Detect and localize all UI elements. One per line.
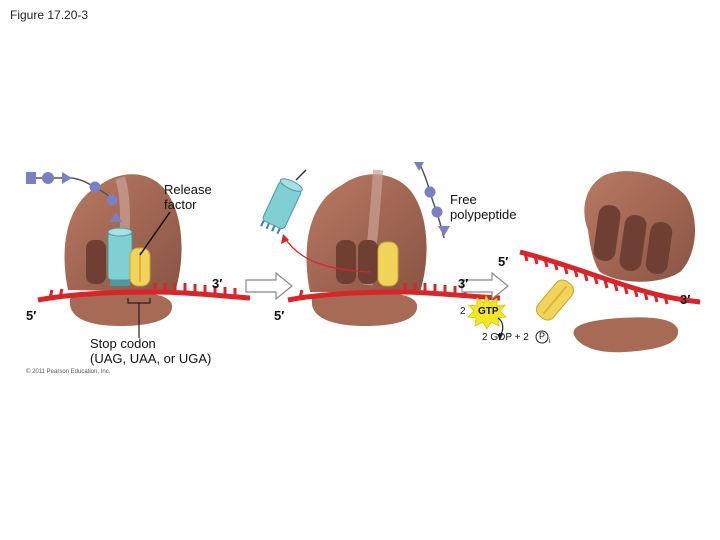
gtp-label: GTP <box>478 306 499 317</box>
gtp-count: 2 <box>460 306 466 317</box>
gdp-pi-label: 2 GDP + 2 <box>482 332 529 343</box>
trna-2 <box>377 241 399 287</box>
ribosome-small-subunit-2 <box>311 292 418 326</box>
ribosome-small-subunit-1 <box>69 292 173 326</box>
released-trna <box>535 279 575 321</box>
mrna-1 <box>37 283 251 303</box>
polypeptide-chain-1 <box>26 172 122 222</box>
panel1-3prime: 3′ <box>212 276 223 291</box>
figure-title: Figure 17.20-3 <box>10 8 89 22</box>
step-arrow-1 <box>245 271 293 301</box>
ribosome-large-subunit-3 <box>584 171 696 282</box>
phosphate-circle <box>535 330 549 344</box>
release-path-arrow <box>284 237 371 273</box>
release-factor-label: Release factor <box>164 182 212 212</box>
ribosome-small-subunit-3 <box>573 317 679 353</box>
step-arrow-2 <box>461 271 509 301</box>
gtp-burst <box>467 294 507 330</box>
released-release-factor <box>260 169 307 235</box>
mrna-3 <box>519 249 701 305</box>
trna-1 <box>129 247 151 287</box>
ribosome-large-subunit-2 <box>306 169 427 292</box>
phosphate-symbol: P <box>539 331 546 341</box>
free-polypeptide-label: Free polypeptide <box>450 192 517 222</box>
panel2-5prime: 5′ <box>274 308 285 323</box>
copyright: © 2011 Pearson Education, Inc. <box>26 369 111 375</box>
stop-codon-label: Stop codon (UAG, UAA, or UGA) <box>90 336 212 366</box>
free-polypeptide <box>414 162 450 239</box>
panel3-3prime: 3′ <box>680 292 691 307</box>
panel3-5prime: 5′ <box>498 254 509 269</box>
mrna-2 <box>287 283 501 303</box>
release-factor-pointer <box>139 211 171 256</box>
phosphate-subscript: i <box>549 338 551 345</box>
panel2-3prime: 3′ <box>458 276 469 291</box>
stop-codon-bracket <box>127 298 151 338</box>
panel1-5prime: 5′ <box>26 308 37 323</box>
release-factor-1 <box>107 227 133 286</box>
